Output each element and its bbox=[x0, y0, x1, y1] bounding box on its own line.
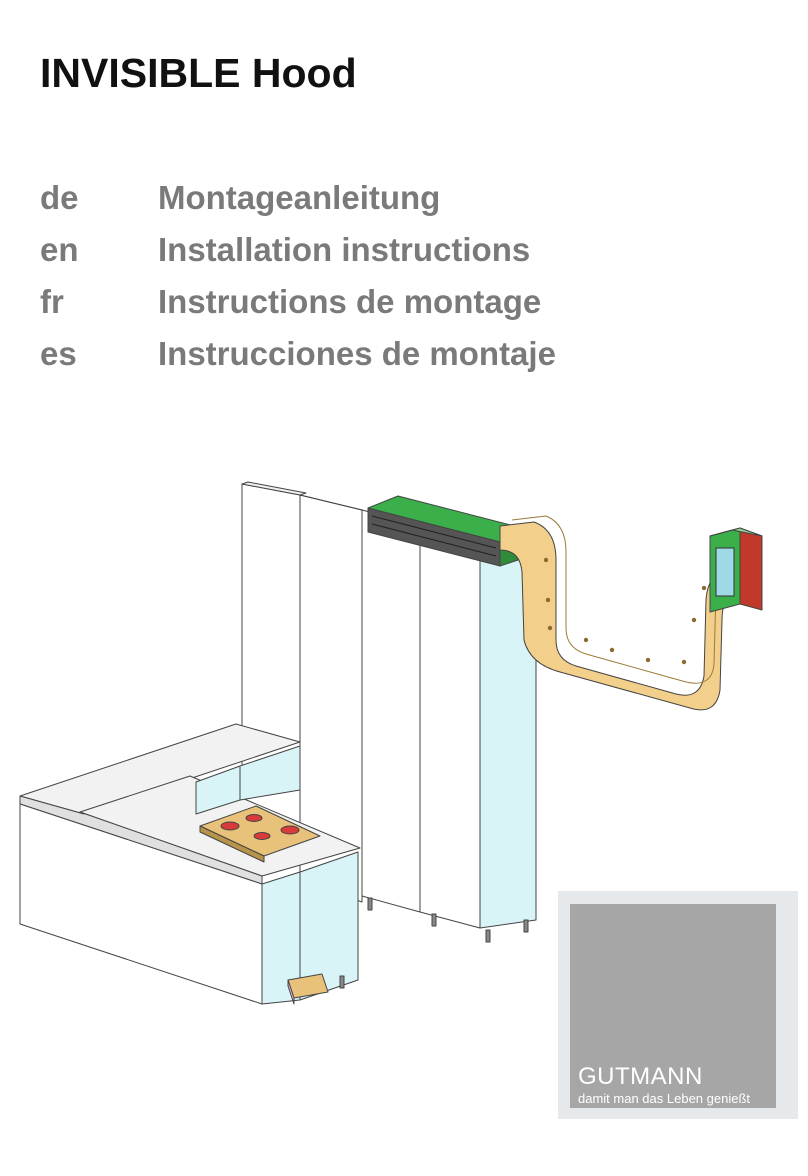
language-code: es bbox=[40, 335, 77, 372]
logo-panel: GUTMANN damit man das Leben genießt bbox=[570, 904, 776, 1108]
language-title: Montageanleitung bbox=[158, 179, 441, 216]
language-title: Instrucciones de montaje bbox=[158, 335, 556, 372]
language-row-fr: fr Instructions de montage bbox=[40, 276, 556, 328]
kitchen-installation-illustration bbox=[19, 481, 763, 1005]
brand-name: GUTMANN bbox=[578, 1063, 703, 1090]
language-row-de: de Montageanleitung bbox=[40, 172, 556, 224]
language-title: Installation instructions bbox=[158, 231, 531, 268]
language-row-en: en Installation instructions bbox=[40, 224, 556, 276]
brand-tagline: damit man das Leben genießt bbox=[578, 1091, 750, 1106]
vent-duct bbox=[499, 521, 745, 711]
language-row-es: es Instrucciones de montaje bbox=[40, 328, 556, 380]
gutmann-logo: GUTMANN damit man das Leben genießt bbox=[558, 891, 798, 1119]
language-title: Instructions de montage bbox=[158, 283, 542, 320]
language-list: de Montageanleitung en Installation inst… bbox=[40, 172, 556, 380]
language-code: en bbox=[40, 231, 79, 268]
document-title: INVISIBLE Hood bbox=[40, 50, 357, 96]
language-code: de bbox=[40, 179, 79, 216]
tall-cabinet-door-1 bbox=[361, 509, 421, 913]
tall-cabinet-door-2 bbox=[419, 524, 481, 929]
wall-outlet-box-side bbox=[739, 527, 763, 611]
language-code: fr bbox=[40, 283, 64, 320]
